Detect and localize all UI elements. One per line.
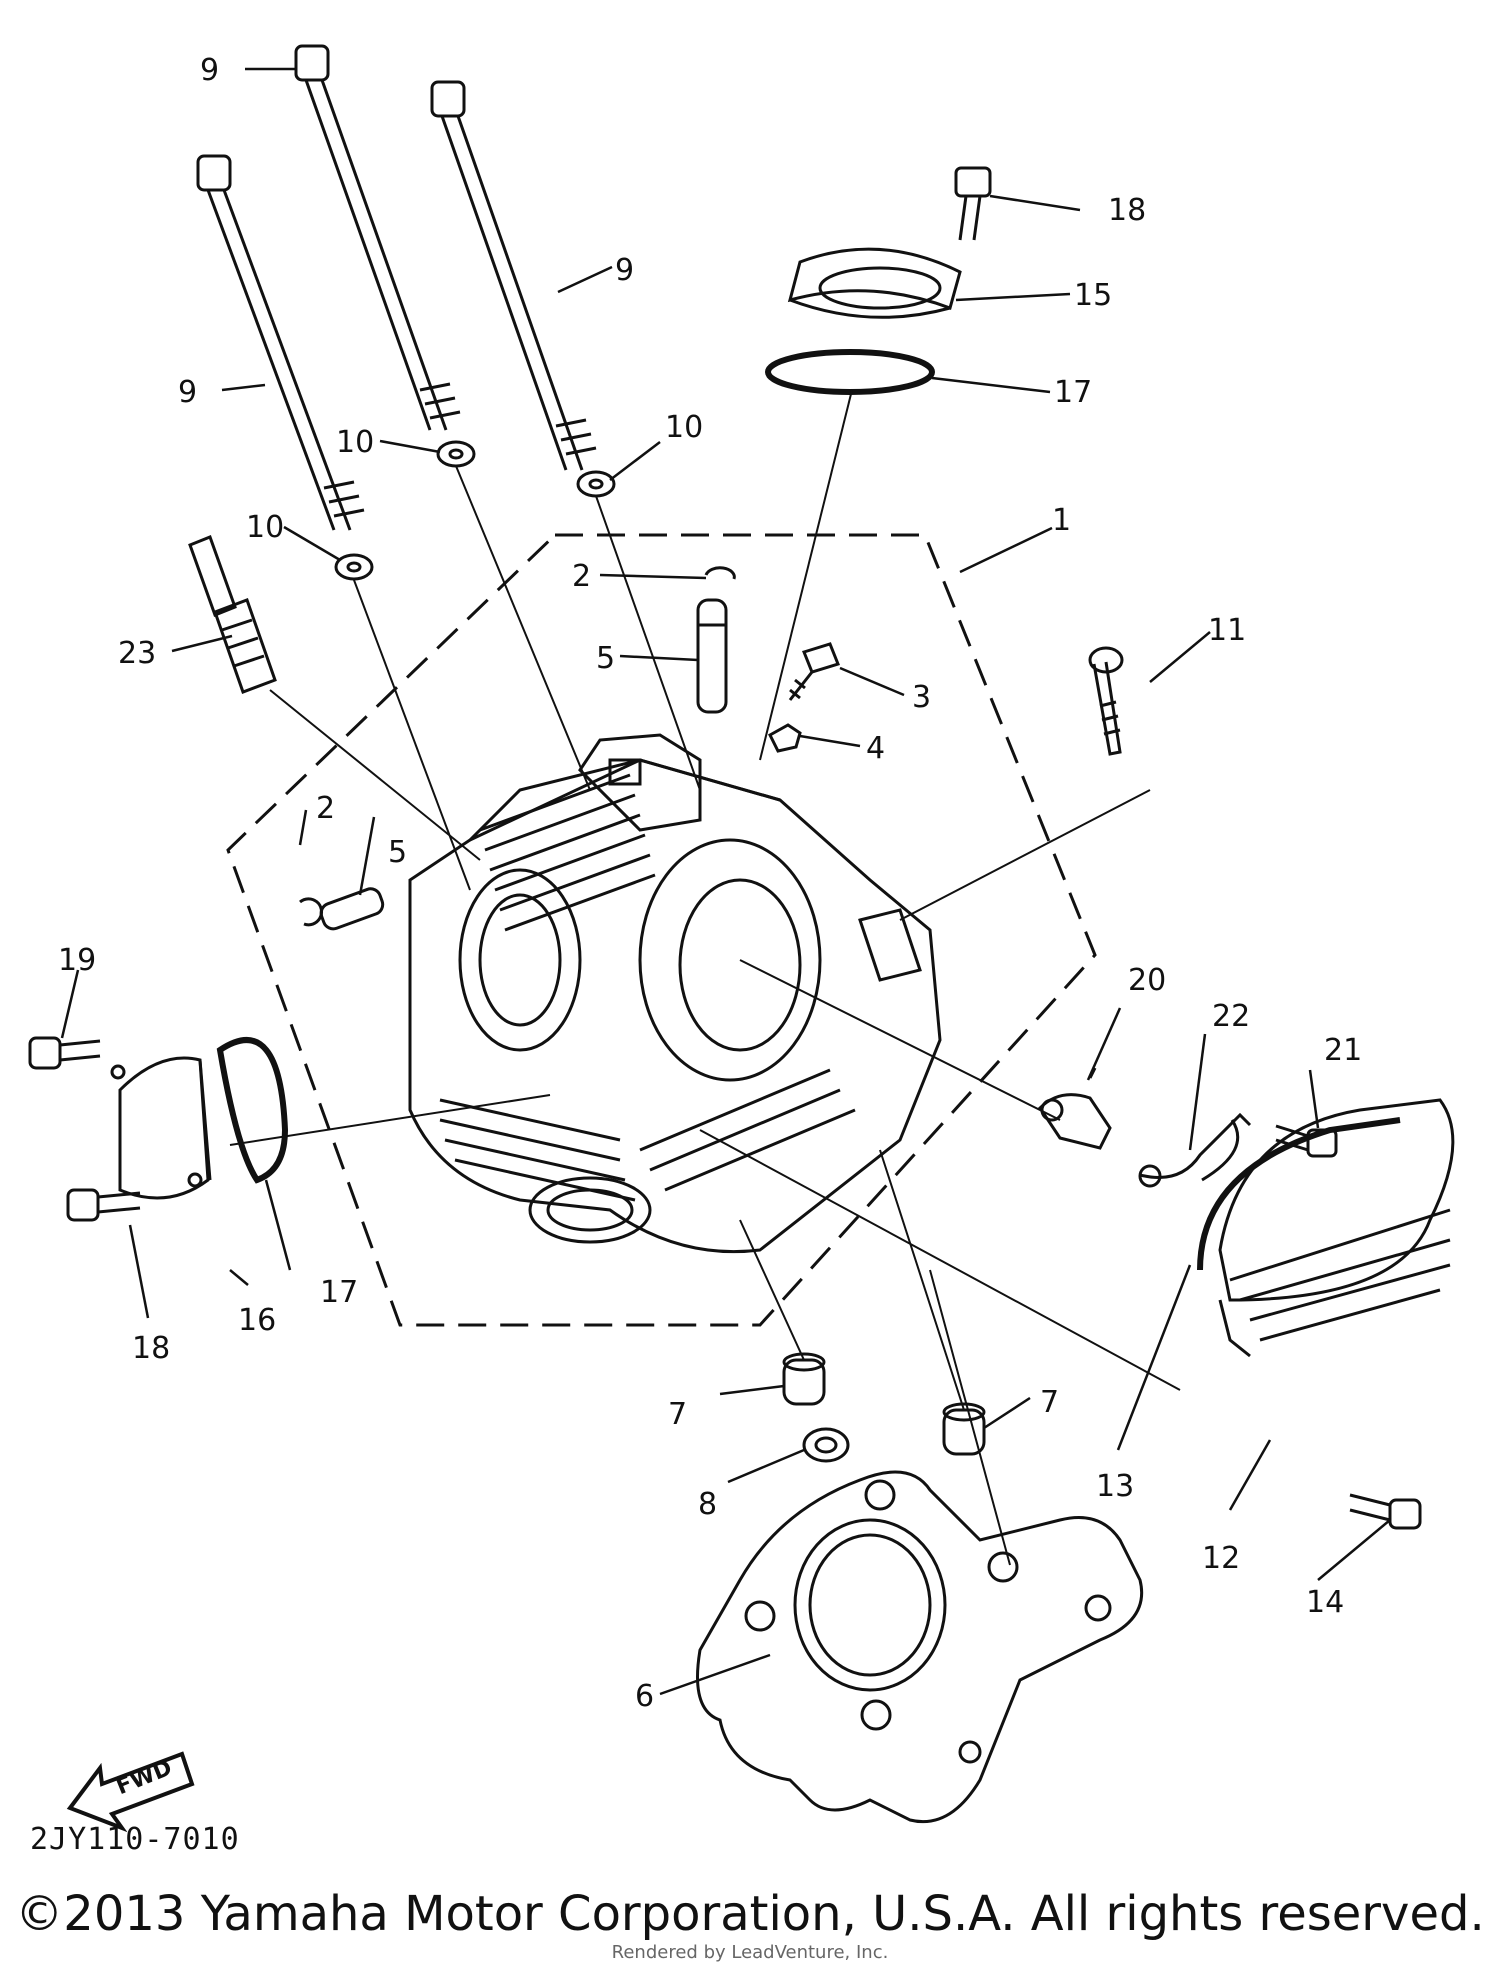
valve-guide-5a <box>696 598 728 714</box>
callout-21: 21 <box>1324 1033 1362 1068</box>
circlip-2b <box>299 897 323 927</box>
assembly-dashed-outline <box>226 533 1097 1327</box>
callout-15: 15 <box>1074 278 1112 313</box>
callout-9b: 9 <box>615 253 634 288</box>
head-bolt-9b <box>430 80 597 471</box>
head-bolt-9c <box>196 154 365 531</box>
bolt-11 <box>1088 646 1124 756</box>
head-gasket-6 <box>696 1470 1144 1824</box>
valve-guide-5b <box>319 887 385 931</box>
circlip-2a <box>704 566 736 580</box>
o-ring-17b <box>216 1037 289 1184</box>
callout-19: 19 <box>58 943 96 978</box>
callout-5a: 5 <box>596 641 615 676</box>
callout-23: 23 <box>118 636 156 671</box>
part-22 <box>1138 1112 1252 1188</box>
callout-5b: 5 <box>388 835 407 870</box>
copyright-notice: ©2013 Yamaha Motor Corporation, U.S.A. A… <box>15 1886 1485 1942</box>
callout-16: 16 <box>238 1303 276 1338</box>
washer-10a <box>436 440 476 468</box>
bolt-14 <box>1349 1493 1422 1530</box>
callout-14: 14 <box>1306 1585 1344 1620</box>
cylinder-head-1 <box>408 733 942 1254</box>
bolt-18a <box>954 166 992 241</box>
callout-17b: 17 <box>320 1275 358 1310</box>
callout-6: 6 <box>635 1679 654 1714</box>
diagram-code: 2JY110-7010 <box>30 1822 240 1857</box>
callout-10c: 10 <box>246 510 284 545</box>
fwd-arrow-icon <box>66 1751 195 1833</box>
bolt-19 <box>28 1036 101 1070</box>
leader-lines <box>60 67 1391 1696</box>
callout-20: 20 <box>1128 963 1166 998</box>
callout-2b: 2 <box>316 791 335 826</box>
callout-18b: 18 <box>132 1331 170 1366</box>
callout-9a: 9 <box>200 53 219 88</box>
bolt-18b <box>66 1188 141 1222</box>
callout-13: 13 <box>1096 1469 1134 1504</box>
callout-9c: 9 <box>178 375 197 410</box>
gasket-13 <box>1197 1117 1401 1271</box>
callout-12: 12 <box>1202 1541 1240 1576</box>
plate-4 <box>768 723 802 753</box>
callout-8: 8 <box>698 1487 717 1522</box>
collar-8 <box>802 1427 850 1463</box>
bolt-3 <box>788 642 840 701</box>
callout-11: 11 <box>1208 613 1246 648</box>
callout-10b: 10 <box>665 410 703 445</box>
callout-7a: 7 <box>668 1397 687 1432</box>
alignment-lines <box>229 389 1181 1566</box>
callout-3: 3 <box>912 680 931 715</box>
callout-labels: 9 9 9 10 10 10 23 2 5 3 4 1 11 18 15 17 … <box>58 53 1362 1714</box>
washer-10c <box>334 553 374 581</box>
callout-1: 1 <box>1052 503 1071 538</box>
dowel-7a <box>782 1352 826 1406</box>
callout-10a: 10 <box>336 425 374 460</box>
o-ring-17a <box>765 349 935 395</box>
callout-17a: 17 <box>1054 375 1092 410</box>
callout-22: 22 <box>1212 999 1250 1034</box>
part-20 <box>1038 1067 1112 1150</box>
callout-2a: 2 <box>572 559 591 594</box>
callout-4: 4 <box>866 731 885 766</box>
callout-18a: 18 <box>1108 193 1146 228</box>
cap-15 <box>787 247 962 319</box>
washer-10b <box>576 470 616 498</box>
spark-plug-23 <box>188 535 277 694</box>
head-bolt-9a <box>294 44 461 431</box>
callout-7b: 7 <box>1040 1385 1059 1420</box>
side-cap-16 <box>110 1056 212 1200</box>
rendered-by-credit: Rendered by LeadVenture, Inc. <box>611 1942 889 1963</box>
